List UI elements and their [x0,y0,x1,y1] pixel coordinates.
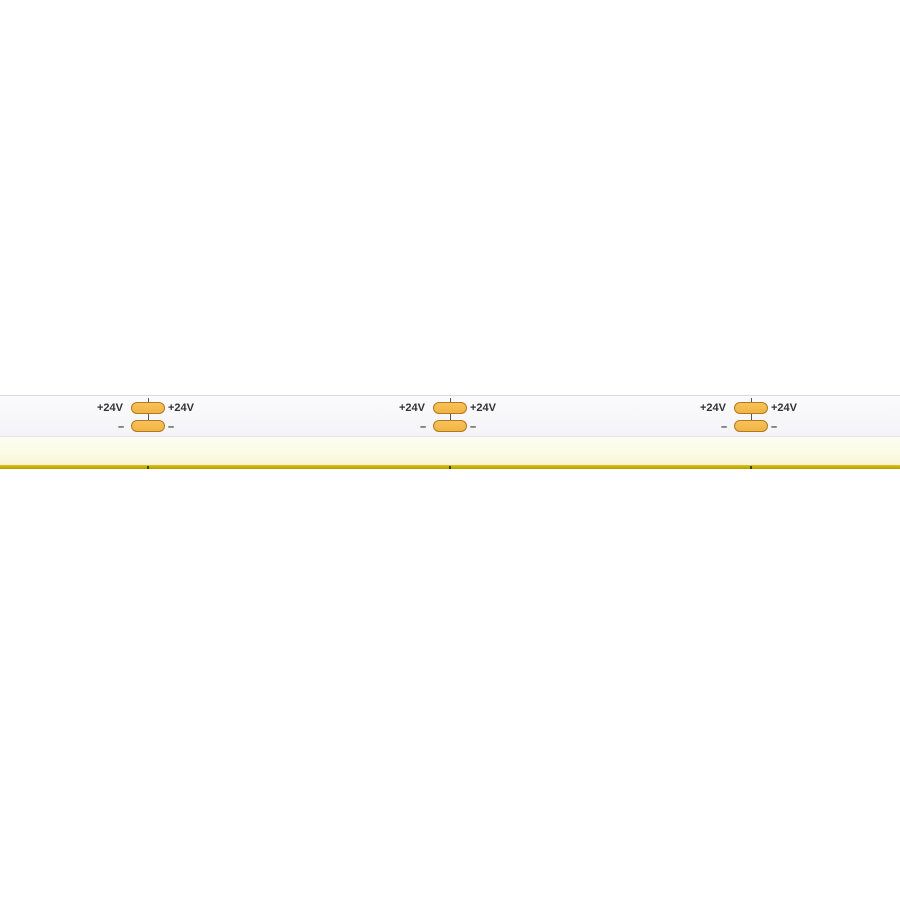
cob-phosphor-layer [0,437,900,465]
cut-line-tick [450,398,451,403]
negative-solder-pad [131,420,165,432]
cut-mark [750,466,752,469]
negative-label-right: – [470,421,477,433]
positive-solder-pad [433,402,467,414]
positive-label-right: +24V [168,402,194,414]
led-strip: +24V +24V – – +24V +24V – – +24V [0,395,900,471]
cut-mark [147,466,149,469]
negative-solder-pad [433,420,467,432]
negative-label-right: – [168,421,175,433]
positive-label-right: +24V [470,402,496,414]
positive-label-left: +24V [700,402,726,414]
solder-segment-1: +24V +24V – – [96,395,216,471]
cut-line-tick [148,414,149,420]
strip-top-edge [0,395,900,396]
cut-mark [449,466,451,469]
negative-label-left: – [420,421,427,433]
negative-solder-pad [734,420,768,432]
solder-segment-2: +24V +24V – – [398,395,518,471]
solder-segment-3: +24V +24V – – [699,395,819,471]
negative-label-left: – [721,421,728,433]
cut-line-tick [148,398,149,403]
cut-line-tick [751,398,752,403]
cut-line-tick [751,414,752,420]
pcb-edge [0,436,900,437]
positive-label-right: +24V [771,402,797,414]
positive-solder-pad [734,402,768,414]
cut-line-tick [450,414,451,420]
negative-label-right: – [771,421,778,433]
negative-label-left: – [118,421,125,433]
positive-solder-pad [131,402,165,414]
positive-label-left: +24V [399,402,425,414]
positive-label-left: +24V [97,402,123,414]
